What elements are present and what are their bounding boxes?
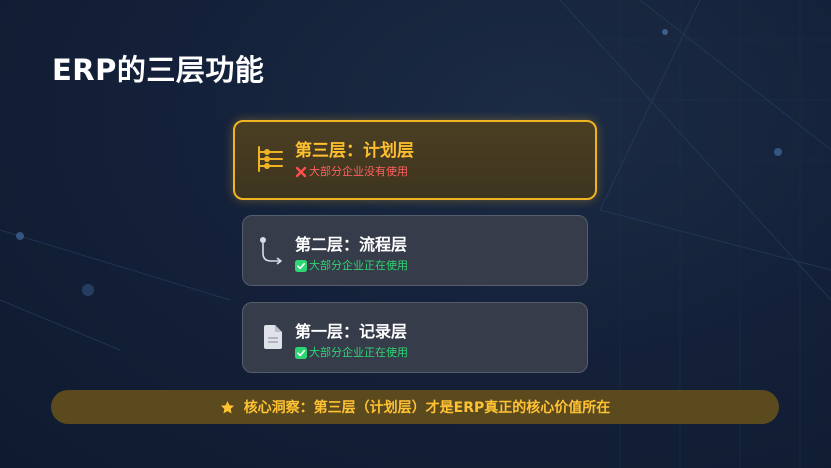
- layer-title: 第一层：记录层: [295, 322, 408, 341]
- layer-card-process: 第二层：流程层 大部分企业正在使用: [242, 215, 588, 286]
- document-icon: [264, 325, 282, 349]
- hierarchy-list-icon: [258, 146, 283, 172]
- layer-status: 大部分企业没有使用: [309, 165, 408, 178]
- layer-status: 大部分企业正在使用: [309, 346, 408, 359]
- check-box-icon: [295, 347, 307, 359]
- insight-text: 核心洞察：第三层（计划层）才是ERP真正的核心价值所在: [243, 400, 611, 416]
- cross-icon: [295, 166, 307, 178]
- layer-title: 第三层：计划层: [295, 141, 414, 161]
- layer-status: 大部分企业正在使用: [309, 259, 408, 272]
- page-title: ERP的三层功能: [52, 53, 265, 87]
- insight-banner: 核心洞察：第三层（计划层）才是ERP真正的核心价值所在: [51, 390, 779, 424]
- check-box-icon: [295, 260, 307, 272]
- layer-card-planning: 第三层：计划层 大部分企业没有使用: [233, 120, 597, 200]
- layer-title: 第二层：流程层: [295, 235, 408, 254]
- layer-card-record: 第一层：记录层 大部分企业正在使用: [242, 302, 588, 373]
- workflow-arrow-icon: [260, 237, 282, 265]
- star-icon: [220, 400, 234, 413]
